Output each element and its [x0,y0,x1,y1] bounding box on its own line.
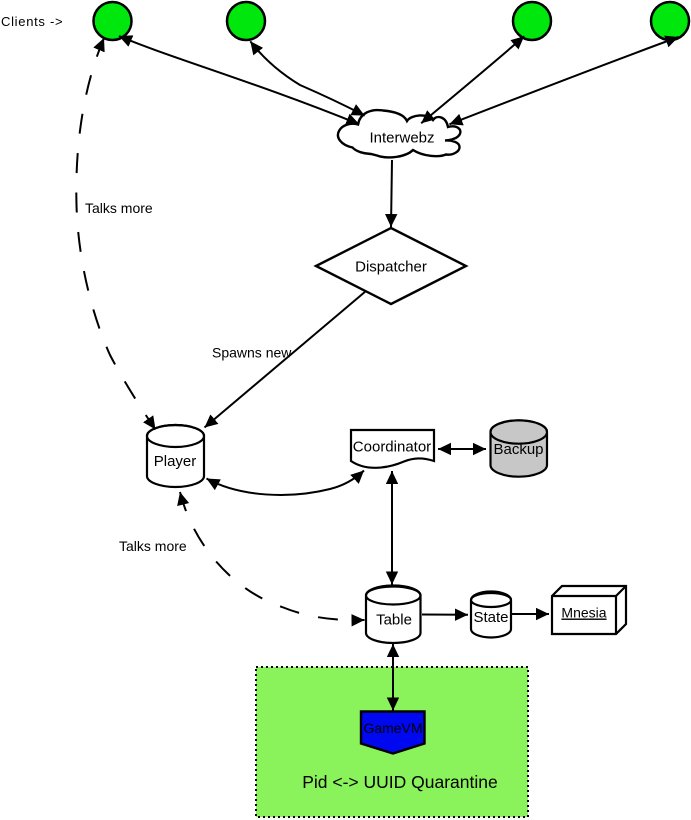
svg-text:Mnesia: Mnesia [561,605,606,621]
svg-text:Table: Table [376,612,412,629]
svg-text:Backup: Backup [493,441,543,458]
svg-text:Interwebz: Interwebz [369,130,434,147]
svg-text:Talks more: Talks more [119,538,187,554]
svg-text:Coordinator: Coordinator [353,439,431,456]
svg-text:Clients ->: Clients -> [1,14,63,29]
svg-text:Pid <-> UUID Quarantine: Pid <-> UUID Quarantine [302,772,498,792]
svg-text:Spawns new: Spawns new [212,345,292,361]
svg-text:Talks more: Talks more [85,200,153,216]
svg-text:State: State [473,609,508,626]
svg-text:Dispatcher: Dispatcher [355,259,427,276]
svg-text:Player: Player [154,453,197,470]
svg-text:GameVM: GameVM [363,720,422,736]
